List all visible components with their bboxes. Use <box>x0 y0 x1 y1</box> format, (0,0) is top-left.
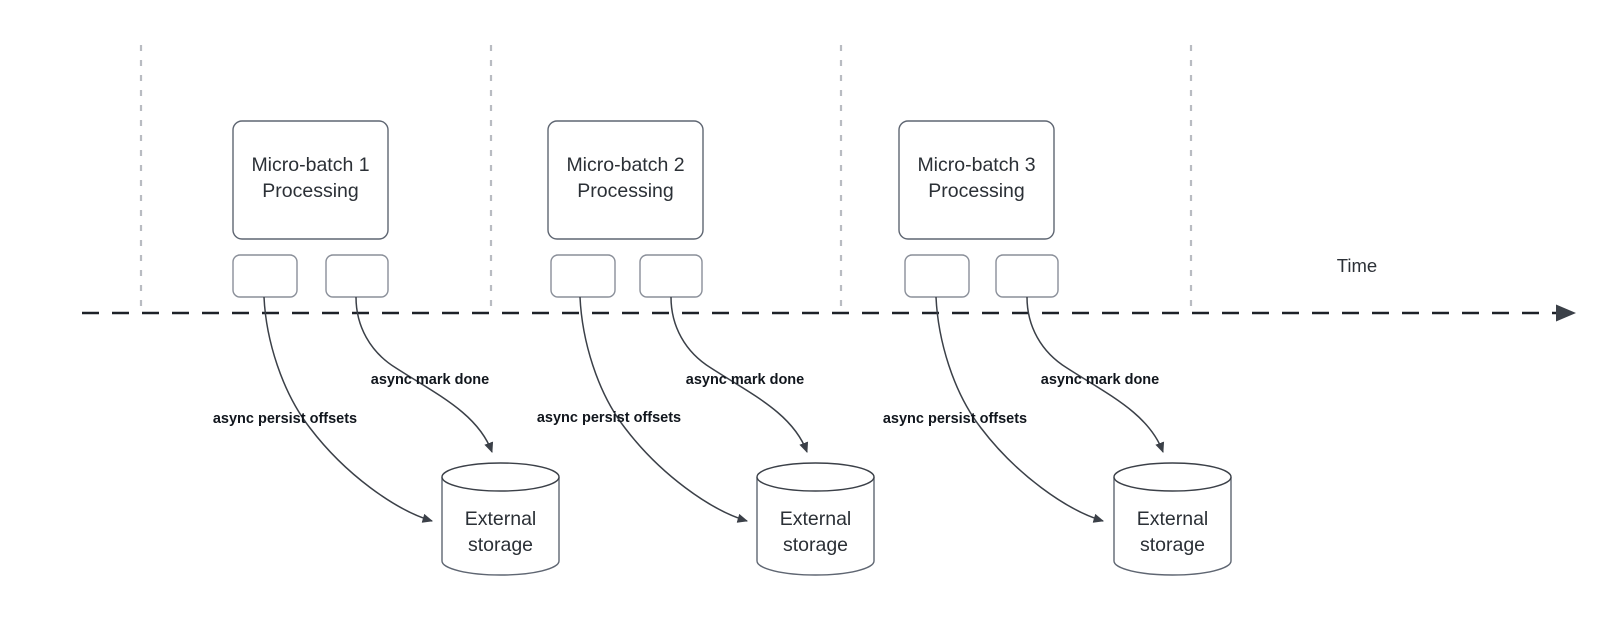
edge-mark-done-1 <box>355 296 494 453</box>
micro-batch-box-1-line1: Micro-batch 1 <box>251 154 369 176</box>
external-storage-2-top <box>756 462 875 492</box>
micro-batch-box-2-line1: Micro-batch 2 <box>566 154 684 176</box>
edge-label-persist-offsets-1: async persist offsets <box>213 411 357 427</box>
micro-batch-box-3-line1: Micro-batch 3 <box>917 154 1035 176</box>
external-storage-2[interactable]: External storage <box>756 462 875 576</box>
external-storage-2-body <box>756 477 875 576</box>
external-storage-1-line1: External <box>465 508 537 530</box>
external-storage-3-line1: External <box>1137 508 1209 530</box>
edge-mark-done-3 <box>1026 296 1165 453</box>
task-box-markdone-2[interactable] <box>639 254 703 298</box>
edge-persist-offsets-2 <box>579 296 749 523</box>
task-box-markdone-1[interactable] <box>325 254 389 298</box>
time-axis-arrowhead <box>1556 304 1576 322</box>
micro-batch-box-3-line2: Processing <box>928 180 1024 202</box>
external-storage-1-line2: storage <box>468 534 533 556</box>
edge-label-mark-done-2: async mark done <box>686 372 804 388</box>
time-axis-label: Time <box>1337 255 1377 276</box>
micro-batch-box-1[interactable] <box>232 120 389 240</box>
external-storage-2-line1: External <box>780 508 852 530</box>
micro-batch-group-1: Micro-batch 1 Processing async persist o… <box>213 120 560 576</box>
micro-batch-box-2[interactable] <box>547 120 704 240</box>
time-axis: Time <box>82 255 1576 322</box>
external-storage-3[interactable]: External storage <box>1113 462 1232 576</box>
micro-batch-group-3: Micro-batch 3 Processing async persist o… <box>883 120 1232 576</box>
edge-label-mark-done-3: async mark done <box>1041 372 1159 388</box>
edge-label-mark-done-1: async mark done <box>371 372 489 388</box>
micro-batch-box-2-line2: Processing <box>577 180 673 202</box>
external-storage-1-body <box>441 477 560 576</box>
edge-label-persist-offsets-3: async persist offsets <box>883 411 1027 427</box>
edge-persist-offsets-3 <box>935 296 1105 523</box>
micro-batch-box-1-line2: Processing <box>262 180 358 202</box>
external-storage-1-top <box>441 462 560 492</box>
task-box-markdone-3[interactable] <box>995 254 1059 298</box>
external-storage-2-line2: storage <box>783 534 848 556</box>
external-storage-3-body <box>1113 477 1232 576</box>
micro-batch-group-2: Micro-batch 2 Processing async persist o… <box>537 120 875 576</box>
task-box-persist-1[interactable] <box>232 254 298 298</box>
edge-persist-offsets-1 <box>263 296 434 523</box>
micro-batch-box-3[interactable] <box>898 120 1055 240</box>
task-box-persist-3[interactable] <box>904 254 970 298</box>
external-storage-3-top <box>1113 462 1232 492</box>
edge-label-persist-offsets-2: async persist offsets <box>537 410 681 426</box>
edge-mark-done-2 <box>670 296 809 453</box>
external-storage-1[interactable]: External storage <box>441 462 560 576</box>
task-box-persist-2[interactable] <box>550 254 616 298</box>
external-storage-3-line2: storage <box>1140 534 1205 556</box>
